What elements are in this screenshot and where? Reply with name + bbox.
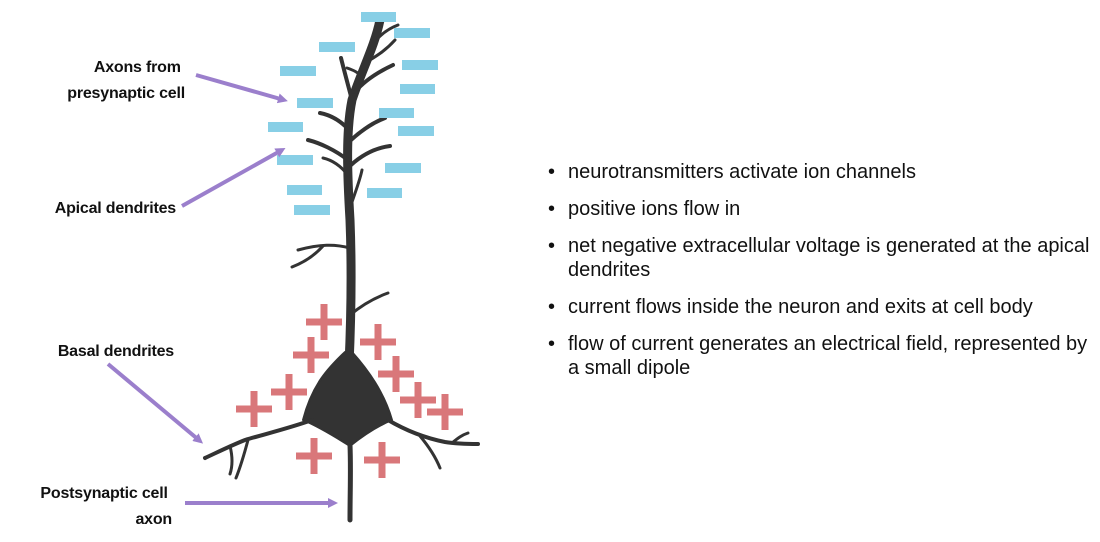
- apical-branch: [349, 116, 387, 142]
- neuron: [203, 15, 480, 523]
- positive-charge: [306, 304, 342, 340]
- negative-charge: [367, 188, 402, 198]
- negative-charge: [287, 185, 322, 195]
- apical-branch: [321, 156, 350, 177]
- basal-dendrite-left: [228, 444, 234, 476]
- negative-charge: [277, 155, 313, 165]
- label-postsynaptic-axon: Postsynaptic cell axon: [40, 485, 172, 528]
- negative-charge: [379, 108, 414, 118]
- negative-charges: [268, 12, 438, 215]
- apical-branch: [349, 144, 392, 167]
- bullet-item: net negative extracellular voltage is ge…: [548, 234, 1093, 282]
- negative-charge: [361, 12, 396, 22]
- basal-dendrite-right: [450, 431, 470, 445]
- positive-charge: [400, 382, 436, 418]
- apical-branch: [339, 56, 354, 102]
- explanation-list: neurotransmitters activate ion channels …: [548, 160, 1093, 393]
- bullet-item: neurotransmitters activate ion channels: [548, 160, 1093, 184]
- positive-charge: [236, 391, 272, 427]
- apical-branch: [345, 66, 365, 80]
- apical-branch: [349, 168, 364, 207]
- basal-dendrite-left: [234, 438, 250, 480]
- negative-charge: [280, 66, 316, 76]
- apical-branch: [290, 244, 325, 269]
- apical-branch: [353, 63, 395, 94]
- negative-charge: [268, 122, 303, 132]
- apical-trunk: [343, 15, 385, 370]
- apical-branch: [368, 38, 397, 62]
- basal-dendrite-right: [386, 418, 480, 446]
- negative-charge: [402, 60, 438, 70]
- bullet-item: positive ions flow in: [548, 197, 1093, 221]
- positive-charge: [364, 442, 400, 478]
- apical-branch: [376, 23, 400, 40]
- bullet-item: current flows inside the neuron and exit…: [548, 295, 1093, 319]
- basal-dendrite-left: [203, 418, 314, 460]
- label-basal-dendrites: Basal dendrites: [58, 343, 174, 360]
- neuron-diagram: Axons from presynaptic cell Apical dendr…: [40, 12, 480, 528]
- positive-charge: [427, 394, 463, 430]
- negative-charge: [400, 84, 435, 94]
- label-arrows: [106, 73, 338, 508]
- label-apical-dendrites: Apical dendrites: [55, 200, 177, 217]
- basal-dendrite-right: [418, 434, 442, 470]
- apical-branch: [306, 138, 350, 162]
- arrow-basal: [106, 362, 204, 444]
- negative-charge: [394, 28, 430, 38]
- apical-branch: [318, 111, 351, 132]
- apical-branch: [348, 291, 390, 317]
- negative-charge: [385, 163, 421, 173]
- positive-charge: [360, 324, 396, 360]
- negative-charge: [319, 42, 355, 52]
- positive-charge: [293, 337, 329, 373]
- negative-charge: [297, 98, 333, 108]
- negative-charge: [294, 205, 330, 215]
- positive-charge: [378, 356, 414, 392]
- negative-charge: [398, 126, 434, 136]
- positive-charge: [296, 438, 332, 474]
- apical-branch: [296, 243, 352, 252]
- positive-charges: [236, 304, 463, 478]
- positive-charge: [271, 374, 307, 410]
- bullet-item: flow of current generates an electrical …: [548, 332, 1093, 380]
- arrow-axons: [195, 73, 288, 104]
- cell-body: [302, 351, 393, 447]
- label-axons: Axons from presynaptic cell: [67, 59, 185, 102]
- arrow-apical: [181, 148, 286, 208]
